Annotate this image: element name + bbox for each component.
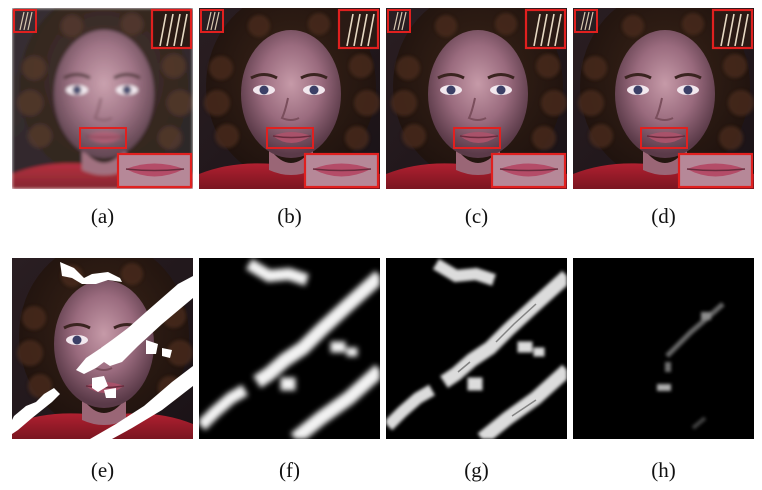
caption-c: (c) [464,204,489,228]
caption-b: (b) [277,204,302,228]
panel-h-image [573,258,754,439]
panel-c-image [386,8,567,189]
caption-h: (h) [651,458,676,482]
panel-e-image [12,258,193,439]
panel-g-image [386,258,567,439]
caption-e: (e) [90,458,115,482]
caption-d: (d) [651,204,676,228]
panel-b-image [199,8,380,189]
caption-f: (f) [279,458,300,482]
panel-a-image [12,8,193,189]
panel-d-image [573,8,754,189]
caption-g: (g) [464,458,489,482]
panel-f-image [199,258,380,439]
caption-a: (a) [90,204,115,228]
